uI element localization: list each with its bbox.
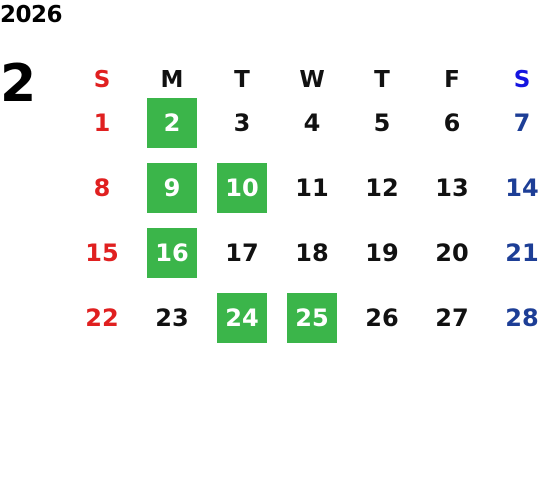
week-row: 15 16 17 18 19 20 21: [67, 228, 548, 293]
day-cell[interactable]: 19: [365, 239, 399, 267]
weekday-monday: M: [160, 67, 184, 93]
day-cell[interactable]: 28: [505, 304, 539, 332]
day-cell[interactable]: 26: [365, 304, 399, 332]
week-row: 8 9 10 11 12 13 14: [67, 163, 548, 228]
day-cell[interactable]: 20: [435, 239, 469, 267]
day-cell[interactable]: 27: [435, 304, 469, 332]
day-cell[interactable]: 18: [295, 239, 329, 267]
day-cell[interactable]: 3: [233, 109, 251, 137]
calendar-grid: S M T W T F S 1 2 3 4 5 6 7 8 9 10 11 12…: [67, 62, 548, 358]
day-cell-highlighted[interactable]: 10: [217, 163, 267, 213]
day-cell[interactable]: 11: [295, 174, 329, 202]
day-cell[interactable]: 6: [443, 109, 461, 137]
weekday-thursday: T: [374, 67, 390, 93]
day-cell-highlighted[interactable]: 24: [217, 293, 267, 343]
day-cell[interactable]: 13: [435, 174, 469, 202]
day-cell-highlighted[interactable]: 25: [287, 293, 337, 343]
day-cell[interactable]: 5: [373, 109, 391, 137]
day-cell[interactable]: 17: [225, 239, 259, 267]
week-row: 1 2 3 4 5 6 7: [67, 98, 548, 163]
weekday-tuesday: T: [234, 67, 250, 93]
week-row: 22 23 24 25 26 27 28: [67, 293, 548, 358]
day-cell[interactable]: 8: [93, 174, 111, 202]
day-cell[interactable]: 21: [505, 239, 539, 267]
month-label: 2: [0, 54, 37, 114]
day-cell[interactable]: 14: [505, 174, 539, 202]
day-cell[interactable]: 4: [303, 109, 321, 137]
weekday-friday: F: [444, 67, 460, 93]
day-cell[interactable]: 15: [85, 239, 119, 267]
weekday-saturday: S: [513, 67, 531, 93]
day-cell[interactable]: 12: [365, 174, 399, 202]
day-cell[interactable]: 23: [155, 304, 189, 332]
year-label: 2026: [0, 2, 63, 28]
day-cell[interactable]: 1: [93, 109, 111, 137]
day-cell-highlighted[interactable]: 9: [147, 163, 197, 213]
weekday-wednesday: W: [299, 67, 325, 93]
day-cell-highlighted[interactable]: 2: [147, 98, 197, 148]
weekday-sunday: S: [93, 67, 111, 93]
weekday-header-row: S M T W T F S: [67, 62, 548, 98]
day-cell-highlighted[interactable]: 16: [147, 228, 197, 278]
day-cell[interactable]: 22: [85, 304, 119, 332]
day-cell[interactable]: 7: [513, 109, 531, 137]
